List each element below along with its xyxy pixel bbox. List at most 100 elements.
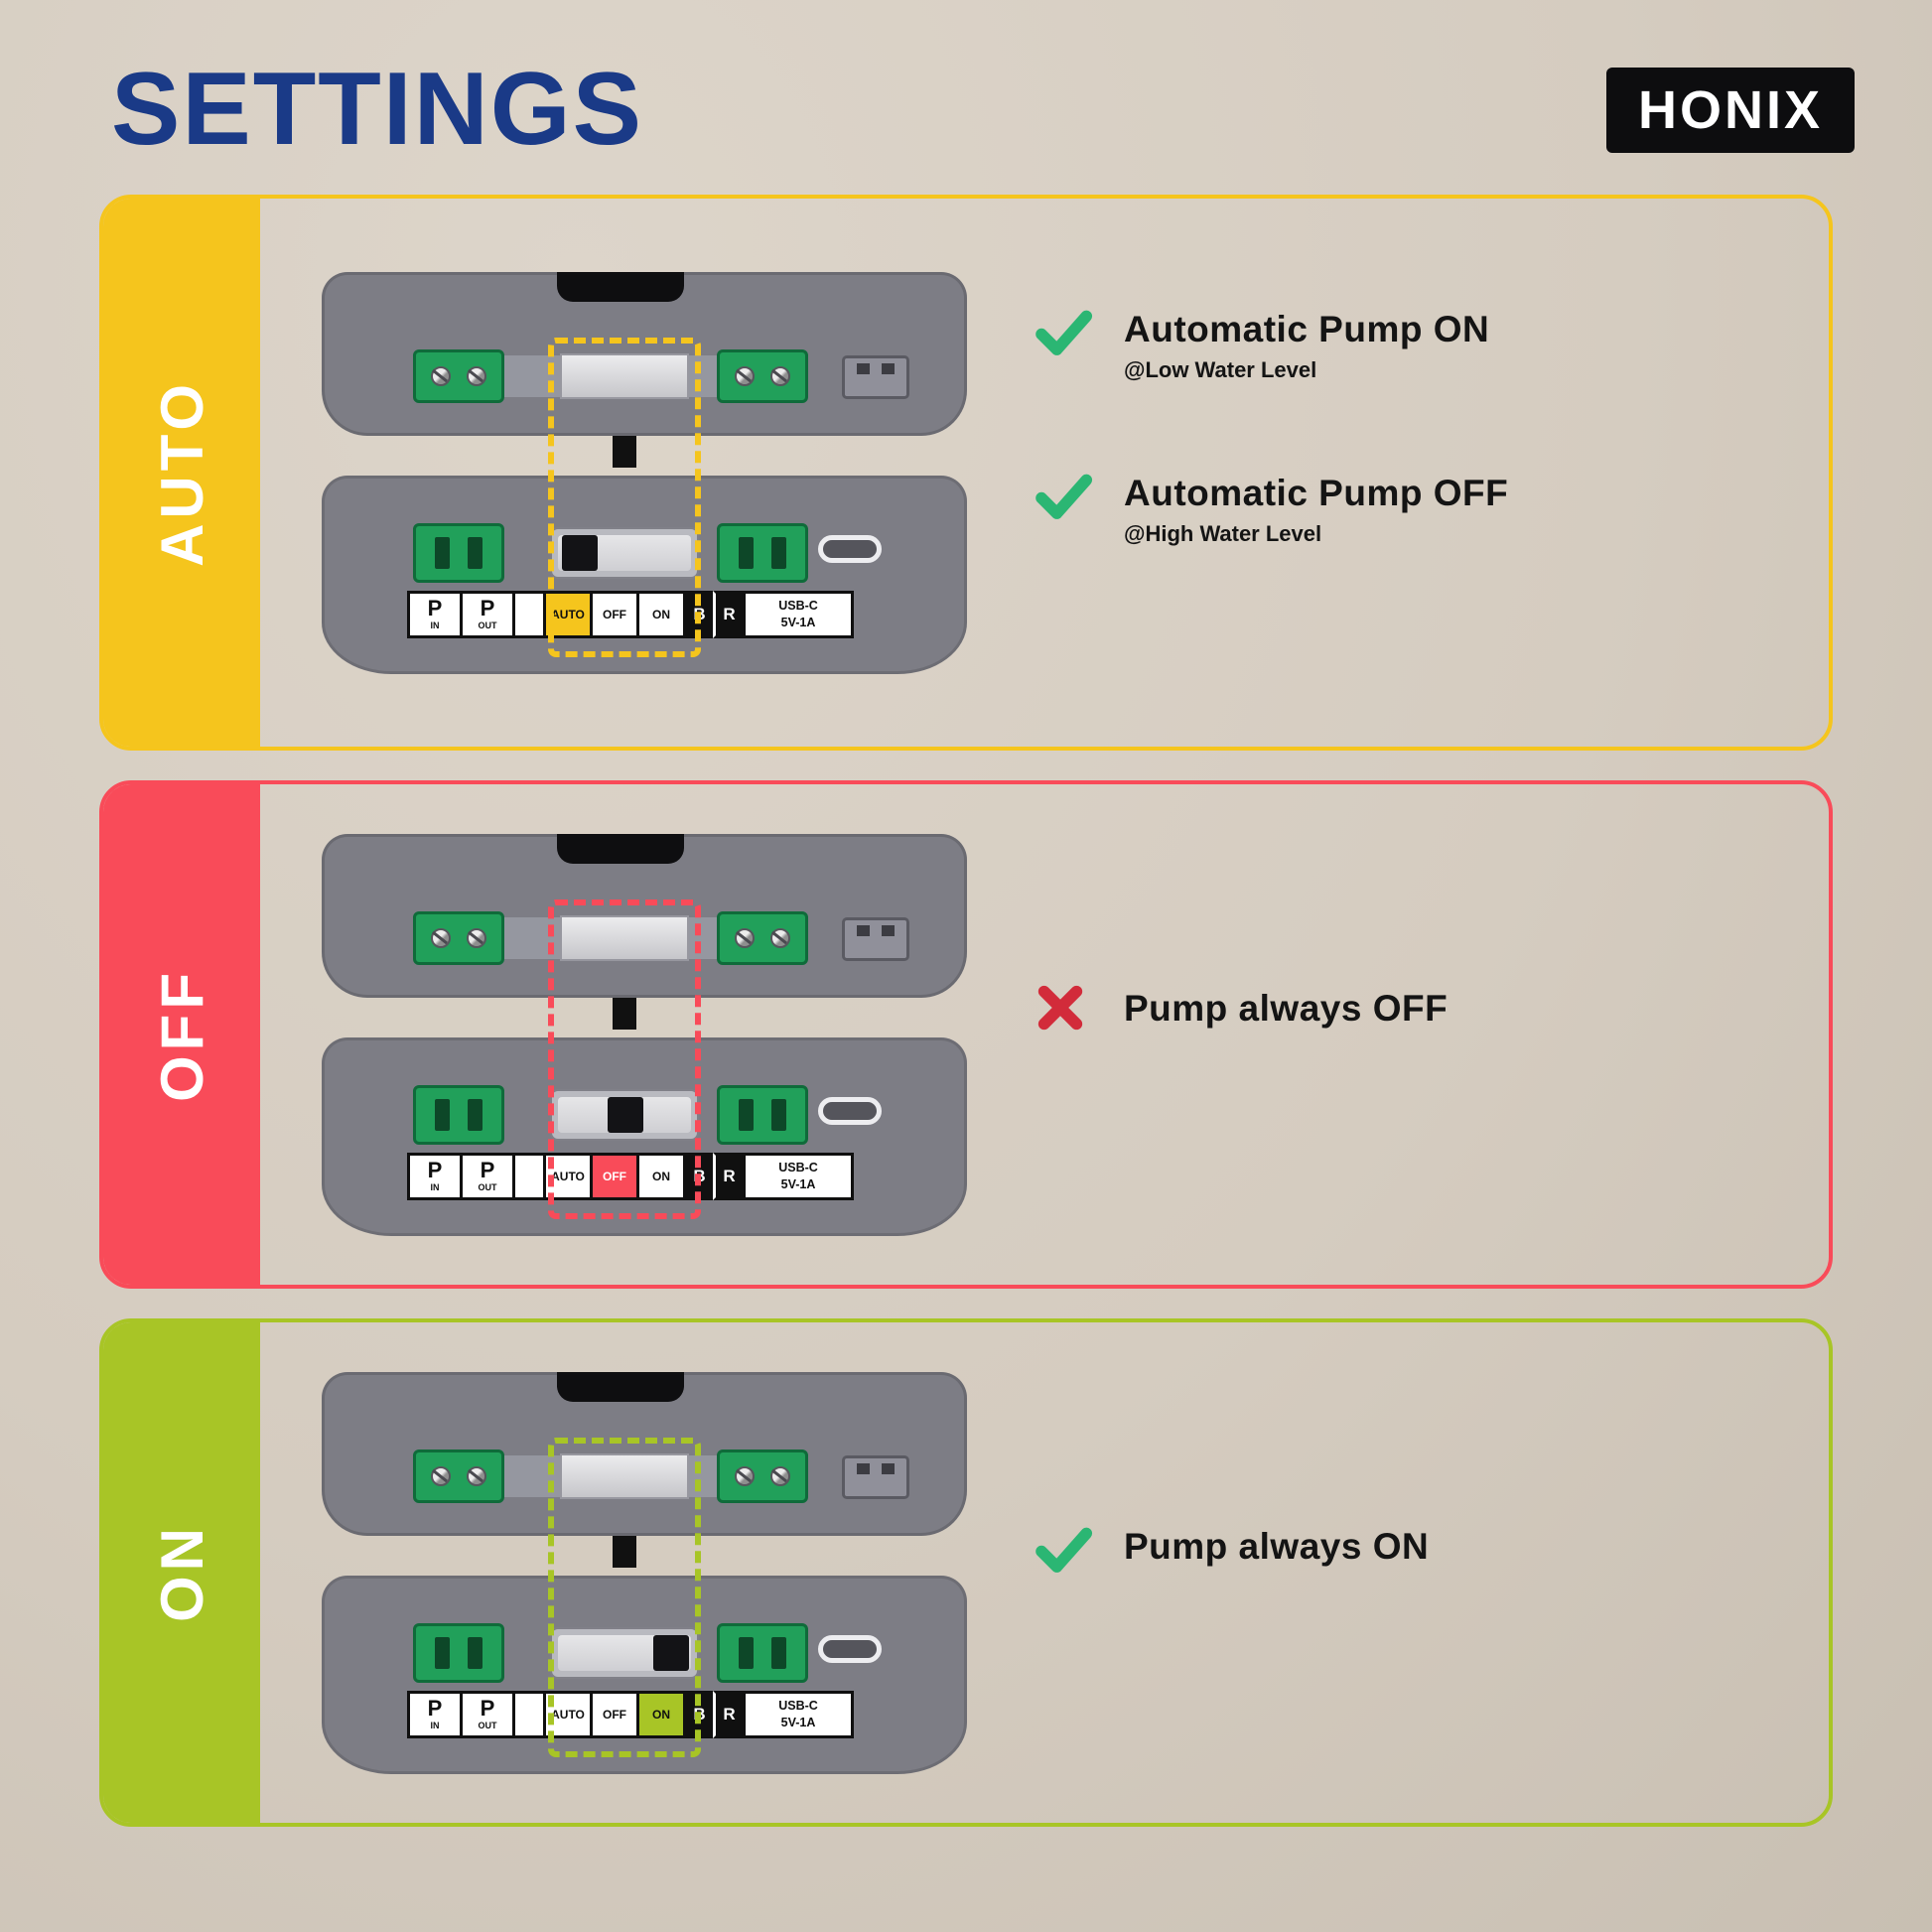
terminal-slot	[468, 1098, 483, 1131]
screw-icon	[735, 927, 755, 948]
terminal-block-right	[717, 1449, 808, 1503]
note-subtitle: @Low Water Level	[1124, 357, 1317, 382]
device-illustration: P IN P OUT AUTO OFF ON B R USB-C 5V-1A	[322, 271, 967, 674]
mode-switch	[550, 526, 699, 579]
terminal-block-right	[717, 348, 808, 403]
note-text: Pump always ON	[1124, 1526, 1429, 1568]
label-p-in: P IN	[407, 590, 463, 638]
label-b: B	[683, 1152, 716, 1200]
device-mount-tab	[613, 435, 636, 468]
panels-container: AUTO	[0, 161, 1932, 1827]
panel-auto-notes: Automatic Pump ON @Low Water Level Autom…	[967, 309, 1793, 547]
note-pump-always-off: Pump always OFF	[1033, 985, 1793, 1041]
device-notch	[557, 1371, 684, 1402]
header: SETTINGS HONIX	[0, 0, 1932, 161]
check-icon	[1033, 301, 1094, 362]
check-icon	[1033, 1518, 1094, 1580]
switch-knob	[653, 1634, 689, 1671]
terminal-slot	[435, 1636, 450, 1669]
note-pump-always-on: Pump always ON	[1033, 1526, 1793, 1580]
label-strip: P IN P OUT AUTO OFF ON B R USB-C 5V-1A	[407, 590, 854, 638]
device-illustration: P IN P OUT AUTO OFF ON B R USB-C 5V-1A	[322, 1371, 967, 1774]
switch-knob	[608, 1096, 643, 1133]
label-auto: AUTO	[543, 590, 593, 638]
note-title: Automatic Pump ON	[1124, 309, 1490, 349]
p-out-letter: P	[480, 1696, 495, 1721]
terminal-slot	[739, 1098, 754, 1131]
screw-icon	[431, 1465, 451, 1486]
terminal-block-left	[413, 522, 504, 583]
panel-on-notes: Pump always ON	[967, 1526, 1793, 1580]
terminal-slot	[435, 536, 450, 569]
terminal-block-left	[413, 348, 504, 403]
label-r: R	[713, 590, 746, 638]
label-spacer	[512, 1152, 546, 1200]
note-auto-pump-off: Automatic Pump OFF @High Water Level	[1033, 473, 1793, 547]
panel-tab-auto: AUTO	[103, 199, 260, 747]
screw-icon	[770, 927, 790, 948]
terminal-slot	[771, 1098, 786, 1131]
label-b: B	[683, 590, 716, 638]
device-notch	[557, 833, 684, 864]
device-front-view: P IN P OUT AUTO OFF ON B R USB-C 5V-1A	[322, 1575, 967, 1774]
note-title: Automatic Pump OFF	[1124, 473, 1509, 513]
note-title: Pump always ON	[1124, 1526, 1430, 1567]
device-mount-on: P IN P OUT AUTO OFF ON B R USB-C 5V-1A	[322, 1371, 967, 1774]
switch-slot	[560, 1452, 689, 1499]
panel-tab-off: OFF	[103, 784, 260, 1285]
label-auto: AUTO	[543, 1690, 593, 1738]
label-on: ON	[636, 1152, 686, 1200]
panel-tab-label: ON	[148, 1523, 215, 1622]
terminal-block-left	[413, 1084, 504, 1145]
device-mount-off: P IN P OUT AUTO OFF ON B R USB-C 5V-1A	[322, 833, 967, 1236]
cross-icon	[1033, 980, 1094, 1041]
panel-tab-label: OFF	[148, 967, 215, 1102]
mode-switch	[550, 1088, 699, 1141]
connector-prong	[857, 362, 870, 374]
screw-icon	[467, 1465, 486, 1486]
terminal-slot	[771, 1636, 786, 1669]
terminal-slot	[771, 536, 786, 569]
p-out-sub: OUT	[478, 1182, 497, 1192]
connector-prong	[882, 1462, 895, 1474]
device-notch	[557, 271, 684, 302]
switch-slot	[560, 352, 689, 399]
switch-slot	[560, 914, 689, 961]
page-title: SETTINGS	[111, 52, 644, 167]
screw-icon	[735, 365, 755, 386]
label-off: OFF	[590, 590, 639, 638]
p-in-sub: IN	[430, 621, 440, 630]
screw-icon	[467, 927, 486, 948]
p-out-letter: P	[480, 1158, 495, 1182]
label-p-out: P OUT	[460, 1152, 515, 1200]
label-usbc: USB-C 5V-1A	[743, 590, 854, 638]
device-mount-tab	[613, 997, 636, 1030]
check-icon	[1033, 465, 1094, 526]
note-title: Pump always OFF	[1124, 988, 1449, 1029]
usbc-line2: 5V-1A	[780, 1715, 816, 1729]
label-r: R	[713, 1152, 746, 1200]
label-strip: P IN P OUT AUTO OFF ON B R USB-C 5V-1A	[407, 1690, 854, 1738]
screw-icon	[431, 927, 451, 948]
terminal-block-right	[717, 1084, 808, 1145]
connector-prong	[882, 362, 895, 374]
usbc-line1: USB-C	[778, 1699, 818, 1714]
label-spacer	[512, 590, 546, 638]
note-auto-pump-on: Automatic Pump ON @Low Water Level	[1033, 309, 1793, 383]
note-text: Automatic Pump OFF @High Water Level	[1124, 473, 1508, 547]
label-off: OFF	[590, 1690, 639, 1738]
terminal-block-left	[413, 910, 504, 965]
device-mount-auto: P IN P OUT AUTO OFF ON B R USB-C 5V-1A	[322, 271, 967, 674]
panel-auto: AUTO	[99, 195, 1833, 751]
terminal-block-right	[717, 522, 808, 583]
usbc-port	[818, 534, 882, 563]
connector-prong	[882, 924, 895, 936]
device-front-view: P IN P OUT AUTO OFF ON B R USB-C 5V-1A	[322, 1036, 967, 1236]
terminal-block-left	[413, 1449, 504, 1503]
connector-block	[842, 916, 909, 961]
terminal-slot	[435, 1098, 450, 1131]
note-text: Automatic Pump ON @Low Water Level	[1124, 309, 1489, 383]
terminal-slot	[468, 536, 483, 569]
terminal-slot	[739, 536, 754, 569]
usbc-port	[818, 1096, 882, 1125]
